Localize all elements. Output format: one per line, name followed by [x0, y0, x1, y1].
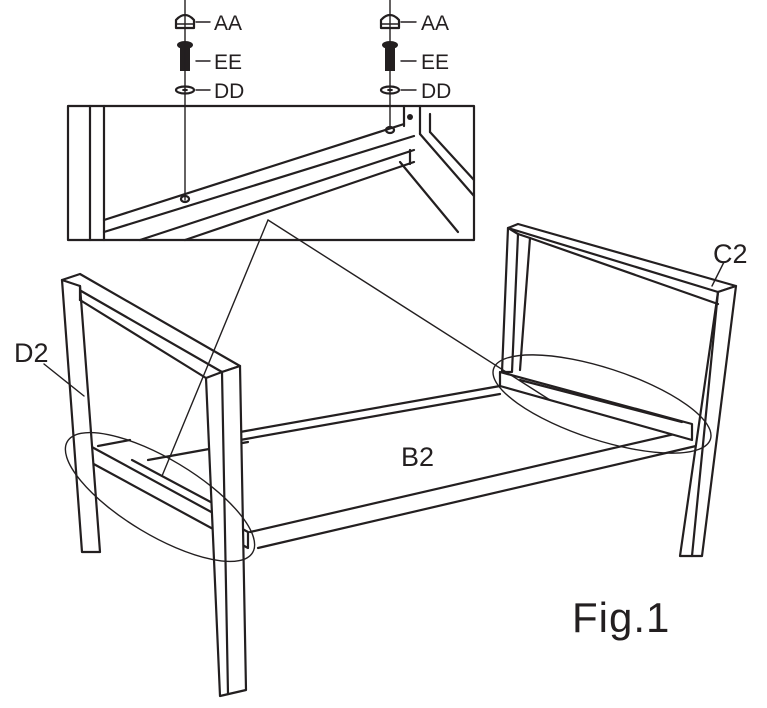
label-b2: B2 — [401, 442, 434, 472]
callout-group — [43, 219, 725, 563]
label-c2: C2 — [713, 239, 748, 269]
callout-ellipse-right — [492, 354, 712, 454]
base-frame — [88, 370, 698, 550]
label-ee-left: EE — [214, 51, 242, 74]
label-aa-right: AA — [421, 12, 449, 35]
label-dd-right: DD — [421, 80, 451, 103]
label-aa-left: AA — [214, 12, 242, 35]
left-frame — [60, 272, 248, 698]
detail-inset — [66, 104, 476, 242]
hardware-stack-right: AA EE DD — [379, 0, 451, 129]
label-dd-left: DD — [214, 80, 244, 103]
label-d2: D2 — [14, 338, 49, 368]
label-ee-right: EE — [421, 51, 449, 74]
hardware-stack-left: AA EE DD — [174, 0, 244, 201]
figure-caption: Fig.1 — [572, 594, 670, 641]
callout-ellipse-left — [64, 431, 256, 563]
right-frame — [500, 222, 738, 558]
